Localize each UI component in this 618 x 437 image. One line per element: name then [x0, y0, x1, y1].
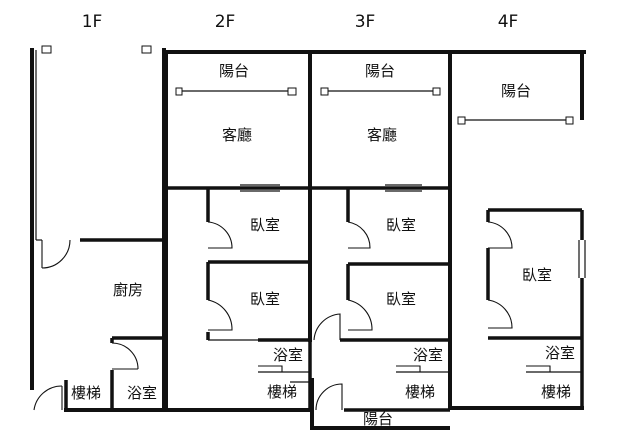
floor-4f: 陽台 臥室 浴室 樓梯 — [448, 50, 586, 410]
3f-bedroom1-label: 臥室 — [386, 216, 416, 234]
4f-bedroom-door-bottom — [487, 299, 513, 329]
2f-balcony-label: 陽台 — [219, 62, 249, 80]
3f-balcony-label: 陽台 — [365, 62, 395, 80]
2f-bedroom2-door — [207, 299, 233, 331]
floor-label-1f: 1F — [82, 12, 103, 32]
1f-bath-door-swing — [111, 342, 139, 370]
3f-hall-door — [313, 313, 341, 341]
2f-bedroom1-label: 臥室 — [250, 216, 280, 234]
4f-stairs-label: 樓梯 — [541, 383, 571, 401]
4f-bath-door — [526, 365, 551, 372]
3f-rear-balcony-label: 陽台 — [363, 410, 393, 428]
2f-living-label: 客廳 — [222, 126, 252, 144]
floor-3f: 陽台 客廳 臥室 臥室 浴室 樓梯 陽台 — [308, 50, 454, 430]
4f-bedroom-label: 臥室 — [522, 266, 552, 284]
2f-stairs-label: 樓梯 — [267, 383, 297, 401]
floor-label-4f: 4F — [498, 12, 519, 32]
3f-bedroom1-door — [347, 221, 371, 249]
2f-bathroom-label: 浴室 — [273, 346, 303, 364]
2f-bedroom2-label: 臥室 — [250, 290, 280, 308]
3f-living-window — [385, 184, 422, 192]
floor-label-3f: 3F — [355, 12, 376, 32]
3f-bedroom2-label: 臥室 — [386, 290, 416, 308]
floor-label-2f: 2F — [215, 12, 236, 32]
1f-bathroom-label: 浴室 — [127, 384, 157, 402]
3f-bath-door — [396, 365, 421, 372]
1f-kitchen-door-swing — [41, 239, 71, 269]
1f-stairs-label: 樓梯 — [71, 384, 101, 402]
3f-bathroom-label: 浴室 — [413, 346, 443, 364]
4f-balcony-label: 陽台 — [501, 82, 531, 100]
1f-kitchen-label: 廚房 — [113, 281, 143, 299]
4f-bedroom-door-top — [487, 221, 513, 249]
1f-post-left — [41, 45, 52, 54]
2f-bedroom1-door — [207, 221, 233, 249]
3f-stairs-label: 樓梯 — [405, 383, 435, 401]
2f-living-window — [240, 184, 280, 192]
3f-bedroom2-door — [347, 299, 373, 331]
1f-entrance-door-swing — [33, 385, 63, 411]
floor-1f: 廚房 樓梯 浴室 — [30, 45, 166, 412]
3f-rear-door — [315, 383, 343, 411]
floor-2f: 陽台 客廳 臥室 臥室 浴室 樓梯 — [164, 50, 312, 412]
2f-bath-door — [258, 365, 283, 372]
3f-living-label: 客廳 — [367, 126, 397, 144]
4f-bathroom-label: 浴室 — [545, 344, 575, 362]
4f-bedroom-window — [578, 240, 586, 278]
1f-post-right — [141, 45, 152, 54]
